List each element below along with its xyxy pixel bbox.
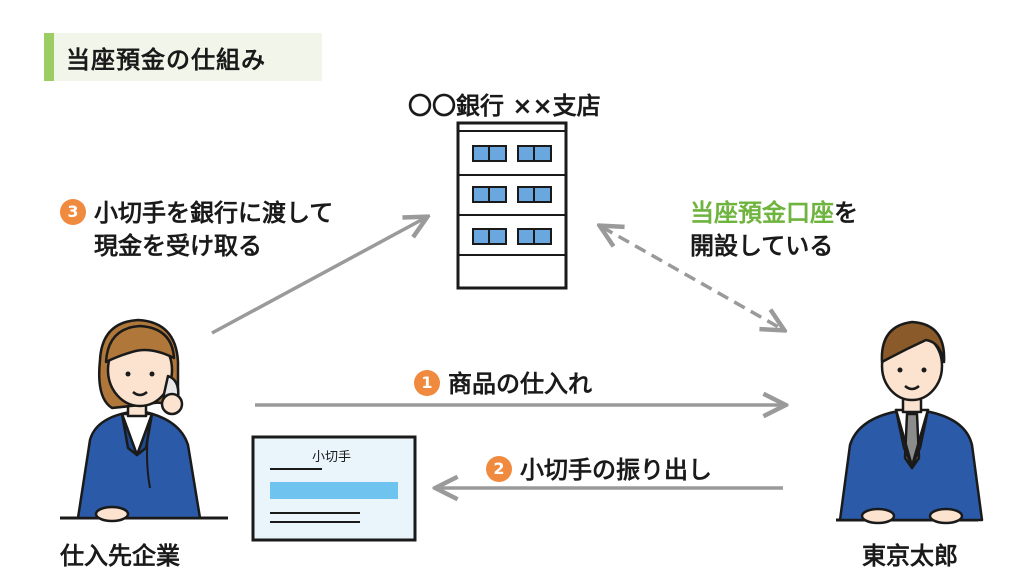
step-2-label: 2 小切手の振り出し bbox=[486, 450, 712, 485]
step-3-line1: 小切手を銀行に渡して bbox=[94, 199, 334, 227]
bank-building-icon bbox=[456, 121, 568, 290]
step-3-line2: 現金を受け取る bbox=[94, 232, 262, 260]
check-label: 小切手 bbox=[312, 450, 352, 465]
step-3-label: 3 小切手を銀行に渡して 現金を受け取る bbox=[60, 197, 333, 263]
account-note-highlight: 当座預金口座 bbox=[690, 199, 834, 227]
step-2-number: 2 bbox=[486, 456, 512, 482]
step-1-number: 1 bbox=[414, 370, 440, 396]
account-note-suffix: を bbox=[834, 199, 858, 227]
arrow-account-dashed bbox=[602, 227, 782, 329]
step-1-label: 1 商品の仕入れ bbox=[414, 364, 592, 399]
step-3-number: 3 bbox=[60, 199, 86, 225]
bank-name: 〇〇銀行 ××支店 bbox=[408, 92, 601, 120]
party-tokyo-taro-name: 東京太郎 bbox=[862, 542, 958, 570]
party-supplier-name: 仕入先企業 bbox=[60, 542, 180, 570]
supplier-person-icon bbox=[60, 318, 228, 523]
step-1-text: 商品の仕入れ bbox=[448, 370, 592, 398]
page-title: 当座預金の仕組み bbox=[44, 33, 322, 81]
arrow-step3 bbox=[211, 218, 425, 335]
step-2-text: 小切手の振り出し bbox=[520, 456, 712, 484]
check-document-icon bbox=[251, 435, 417, 542]
page-title-text: 当座預金の仕組み bbox=[66, 45, 266, 74]
tokyo-taro-person-icon bbox=[836, 320, 984, 525]
